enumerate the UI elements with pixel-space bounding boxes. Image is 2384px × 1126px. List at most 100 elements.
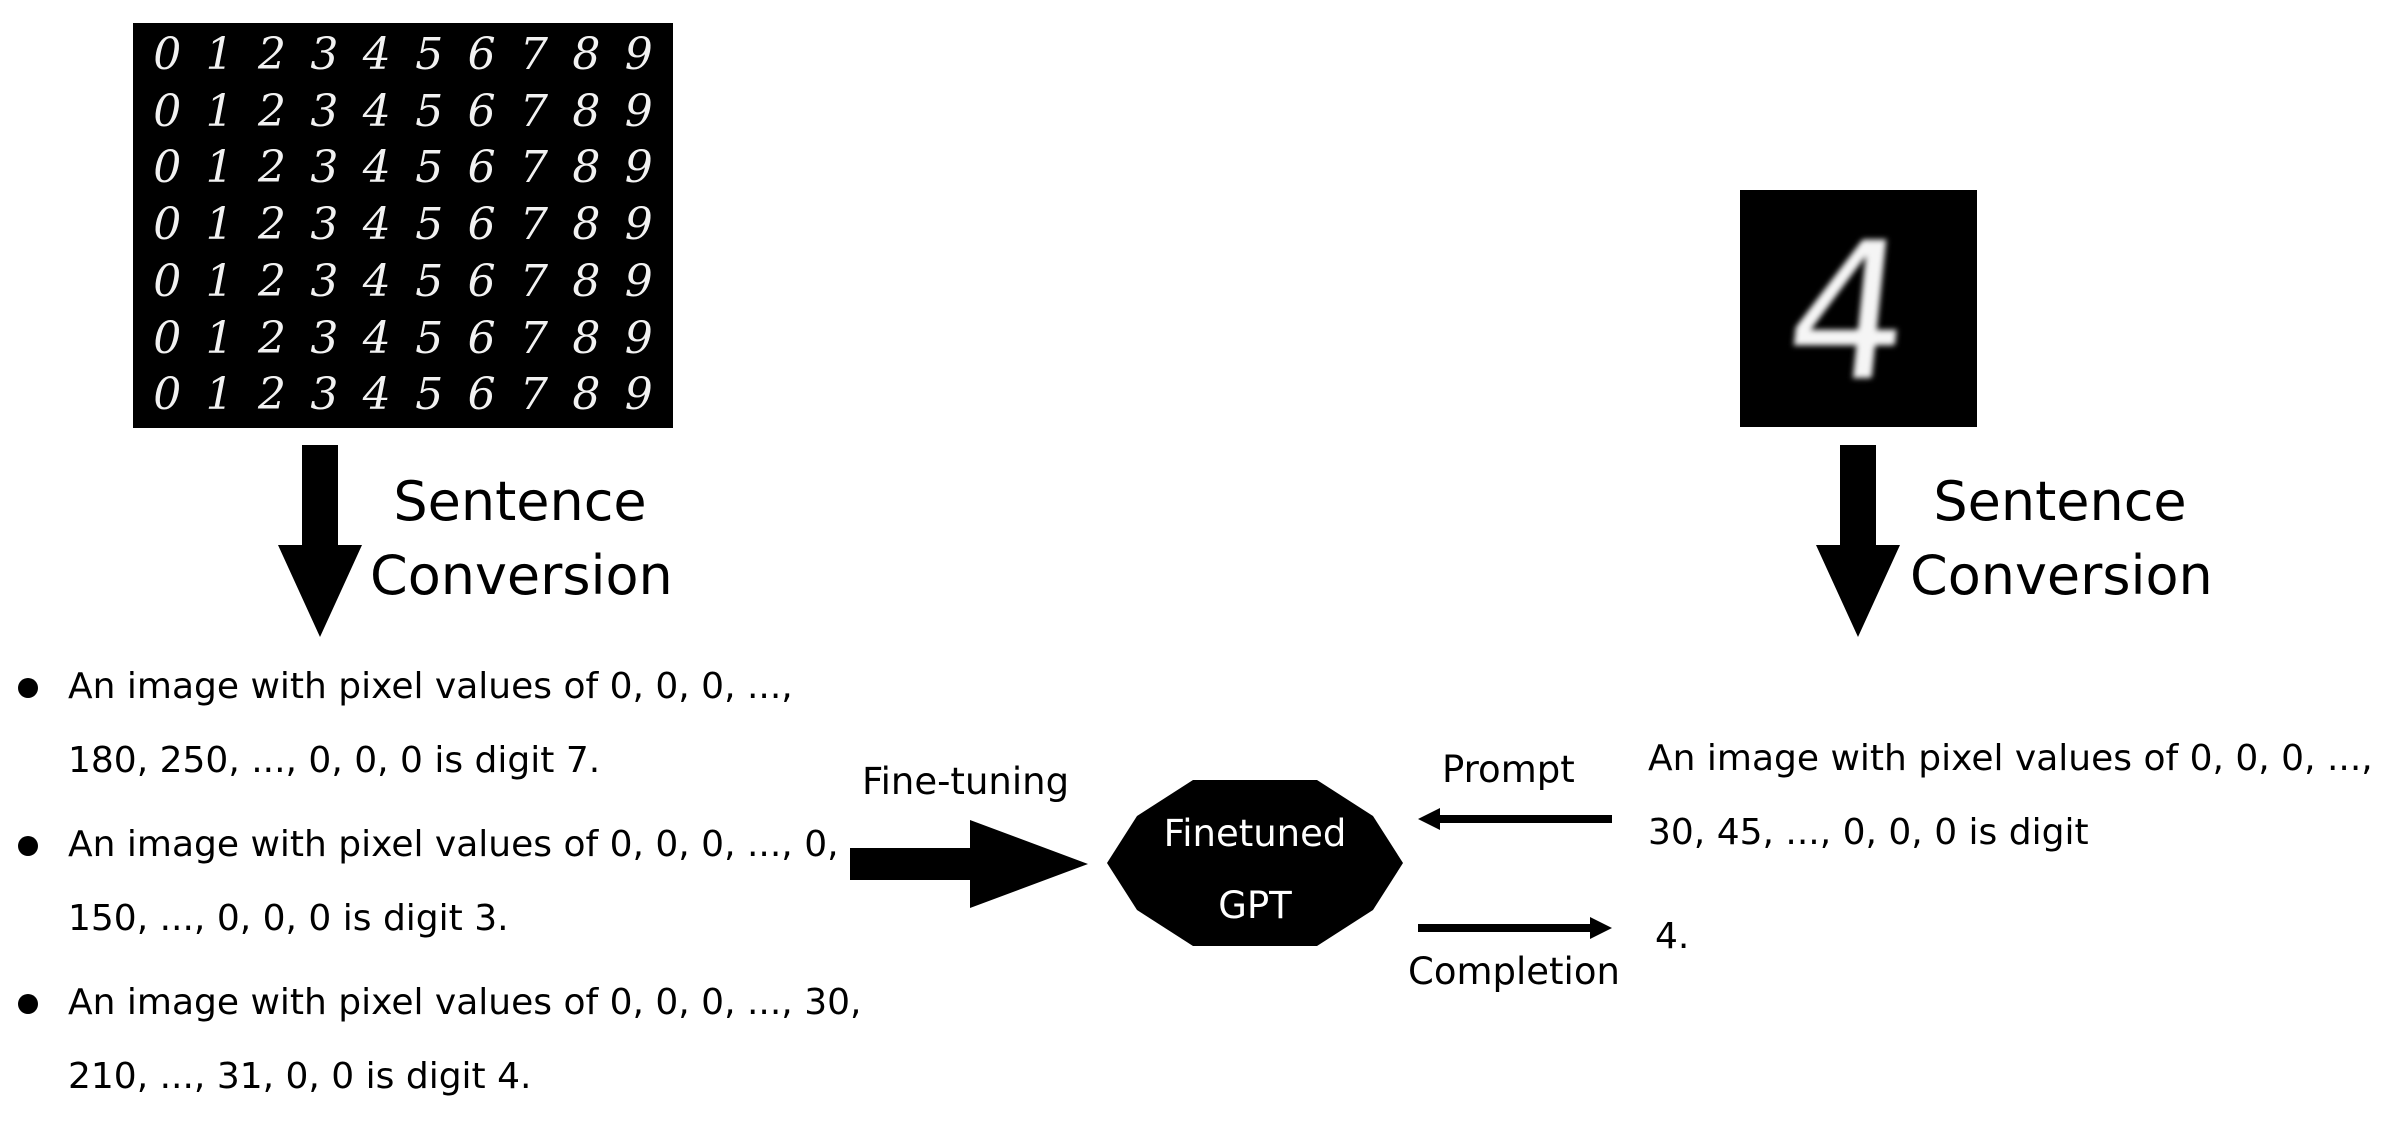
mnist-digit: 6 [467,142,496,194]
mnist-digit: 3 [310,85,339,137]
mnist-digit: 0 [153,29,182,80]
mnist-digit: 7 [519,85,548,137]
training-sentence-item: An image with pixel values of 0, 0, 0, .… [18,966,878,1114]
completion-label: Completion [1408,950,1620,993]
mnist-digit: 4 [362,255,391,307]
mnist-digit: 1 [205,85,234,137]
mnist-digit: 1 [205,255,234,307]
mnist-digit: 0 [153,255,182,307]
model-label-line-1: Finetuned [1163,812,1347,855]
conversion-label-line-1: Sentence [393,470,647,533]
bullet-icon [18,678,38,698]
mnist-digit: 4 [362,85,391,137]
mnist-digit: 3 [310,369,339,421]
mnist-digit: 8 [572,199,601,251]
mnist-digit: 7 [519,29,548,80]
training-sentence-item: An image with pixel values of 0, 0, 0, .… [18,650,878,798]
right-conversion-label: Sentence Conversion [1910,465,2213,613]
mnist-digit: 6 [467,255,496,307]
finetuning-arrow [850,820,1088,908]
mnist-digit: 1 [205,199,234,251]
training-sentence-text: An image with pixel values of 0, 0, 0, .… [68,666,793,781]
completion-text: 4. [1655,916,1690,957]
mnist-digit: 2 [257,369,286,421]
model-label: Finetuned GPT [1105,798,1405,942]
completion-arrow [1418,917,1612,939]
mnist-digit: 4 [362,29,391,80]
mnist-digit: 4 [362,369,391,421]
mnist-digit: 1 [205,142,234,194]
training-sentence-item: An image with pixel values of 0, 0, 0, .… [18,808,878,956]
mnist-digit: 8 [572,85,601,137]
mnist-digit: 3 [310,29,339,80]
mnist-digit: 4 [362,312,391,364]
mnist-digit: 8 [572,29,601,80]
mnist-digit: 9 [624,312,653,364]
query-digit-glyph: 4 [1776,201,1921,423]
mnist-digit: 8 [572,255,601,307]
mnist-digit: 5 [415,29,444,80]
conversion-label-line-2: Conversion [370,544,673,607]
mnist-digit: 6 [467,29,496,80]
prompt-arrow [1418,808,1612,830]
mnist-digit: 6 [467,85,496,137]
mnist-digit: 8 [572,142,601,194]
mnist-digit: 9 [624,142,653,194]
mnist-digit: 1 [205,312,234,364]
mnist-digit: 5 [415,369,444,421]
mnist-digit: 3 [310,255,339,307]
mnist-digit: 2 [257,255,286,307]
mnist-digit: 0 [153,142,182,194]
mnist-digit: 9 [624,29,653,80]
mnist-digit: 8 [572,369,601,421]
mnist-digit: 0 [153,199,182,251]
mnist-digit: 7 [519,369,548,421]
mnist-digit: 3 [310,312,339,364]
mnist-digit: 0 [153,85,182,137]
query-digit-image: 4 [1740,190,1977,427]
mnist-digit: 3 [310,199,339,251]
left-conversion-label: Sentence Conversion [370,465,673,613]
mnist-digit: 3 [310,142,339,194]
mnist-digit: 5 [415,199,444,251]
mnist-digit: 5 [415,255,444,307]
finetuned-gpt-node: Finetuned GPT [1105,778,1405,948]
mnist-digit: 9 [624,85,653,137]
training-sentence-text: An image with pixel values of 0, 0, 0, .… [68,824,839,939]
bullet-icon [18,836,38,856]
training-sentence-text: An image with pixel values of 0, 0, 0, .… [68,982,862,1097]
mnist-digit: 6 [467,199,496,251]
mnist-digit: 6 [467,312,496,364]
prompt-label: Prompt [1442,748,1575,791]
mnist-digit: 8 [572,312,601,364]
mnist-digit: 2 [257,142,286,194]
training-sentence-list: An image with pixel values of 0, 0, 0, .… [18,650,878,1124]
mnist-digit: 5 [415,142,444,194]
conversion-label-line-2: Conversion [1910,544,2213,607]
octagon-shape [1107,780,1403,946]
mnist-digit: 0 [153,369,182,421]
mnist-digit: 4 [362,199,391,251]
mnist-digit: 7 [519,199,548,251]
left-down-arrow [278,445,362,637]
mnist-digit: 9 [624,255,653,307]
finetuning-label: Fine-tuning [862,760,1070,803]
prompt-text: An image with pixel values of 0, 0, 0, .… [1648,738,2373,853]
mnist-digit: 5 [415,85,444,137]
mnist-digit: 7 [519,142,548,194]
mnist-digit: 2 [257,312,286,364]
mnist-digit: 7 [519,255,548,307]
mnist-digit: 2 [257,85,286,137]
mnist-digit: 9 [624,199,653,251]
mnist-digit: 1 [205,369,234,421]
conversion-label-line-1: Sentence [1933,470,2187,533]
mnist-digit: 6 [467,369,496,421]
mnist-digit: 7 [519,312,548,364]
right-down-arrow [1816,445,1900,637]
mnist-digit: 9 [624,369,653,421]
mnist-digit: 4 [362,142,391,194]
mnist-digit: 2 [257,199,286,251]
mnist-digit: 2 [257,29,286,80]
bullet-icon [18,994,38,1014]
